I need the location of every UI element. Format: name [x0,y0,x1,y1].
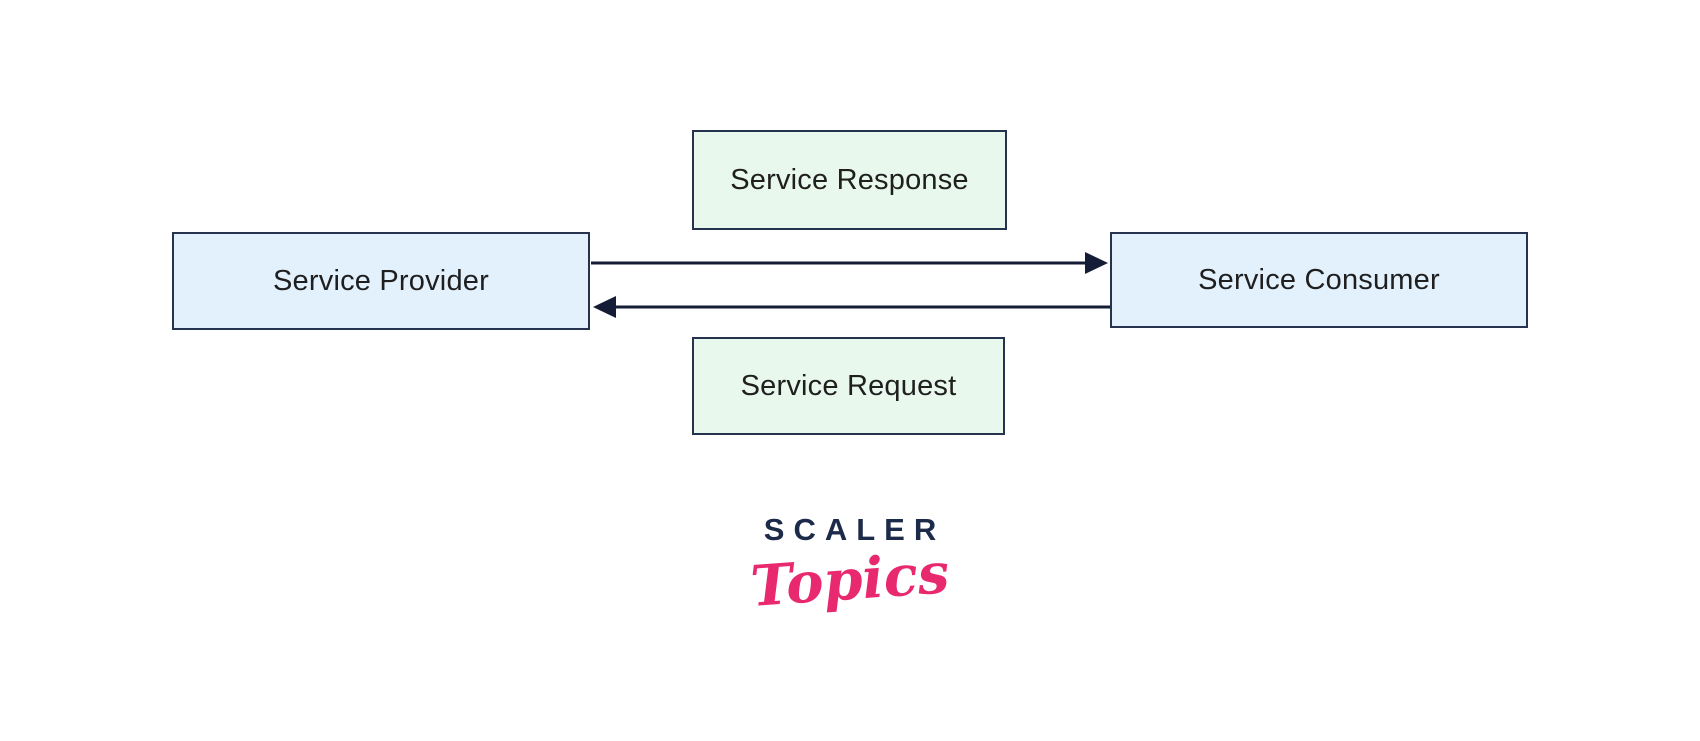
node-service-response: Service Response [692,130,1007,230]
logo-brand-text: SCALER [763,512,946,547]
node-service-provider-label: Service Provider [273,264,489,297]
node-service-request-label: Service Request [740,369,957,402]
arrow-provider-to-consumer [591,252,1108,274]
logo-script-text: Topics [748,540,952,620]
arrow-consumer-to-provider [593,296,1110,318]
node-service-consumer: Service Consumer [1110,232,1528,328]
node-service-provider: Service Provider [172,232,590,330]
node-service-response-label: Service Response [730,163,969,196]
scaler-topics-logo: SCALER Topics [700,512,1000,620]
node-service-request: Service Request [692,337,1005,435]
node-service-consumer-label: Service Consumer [1198,263,1440,296]
